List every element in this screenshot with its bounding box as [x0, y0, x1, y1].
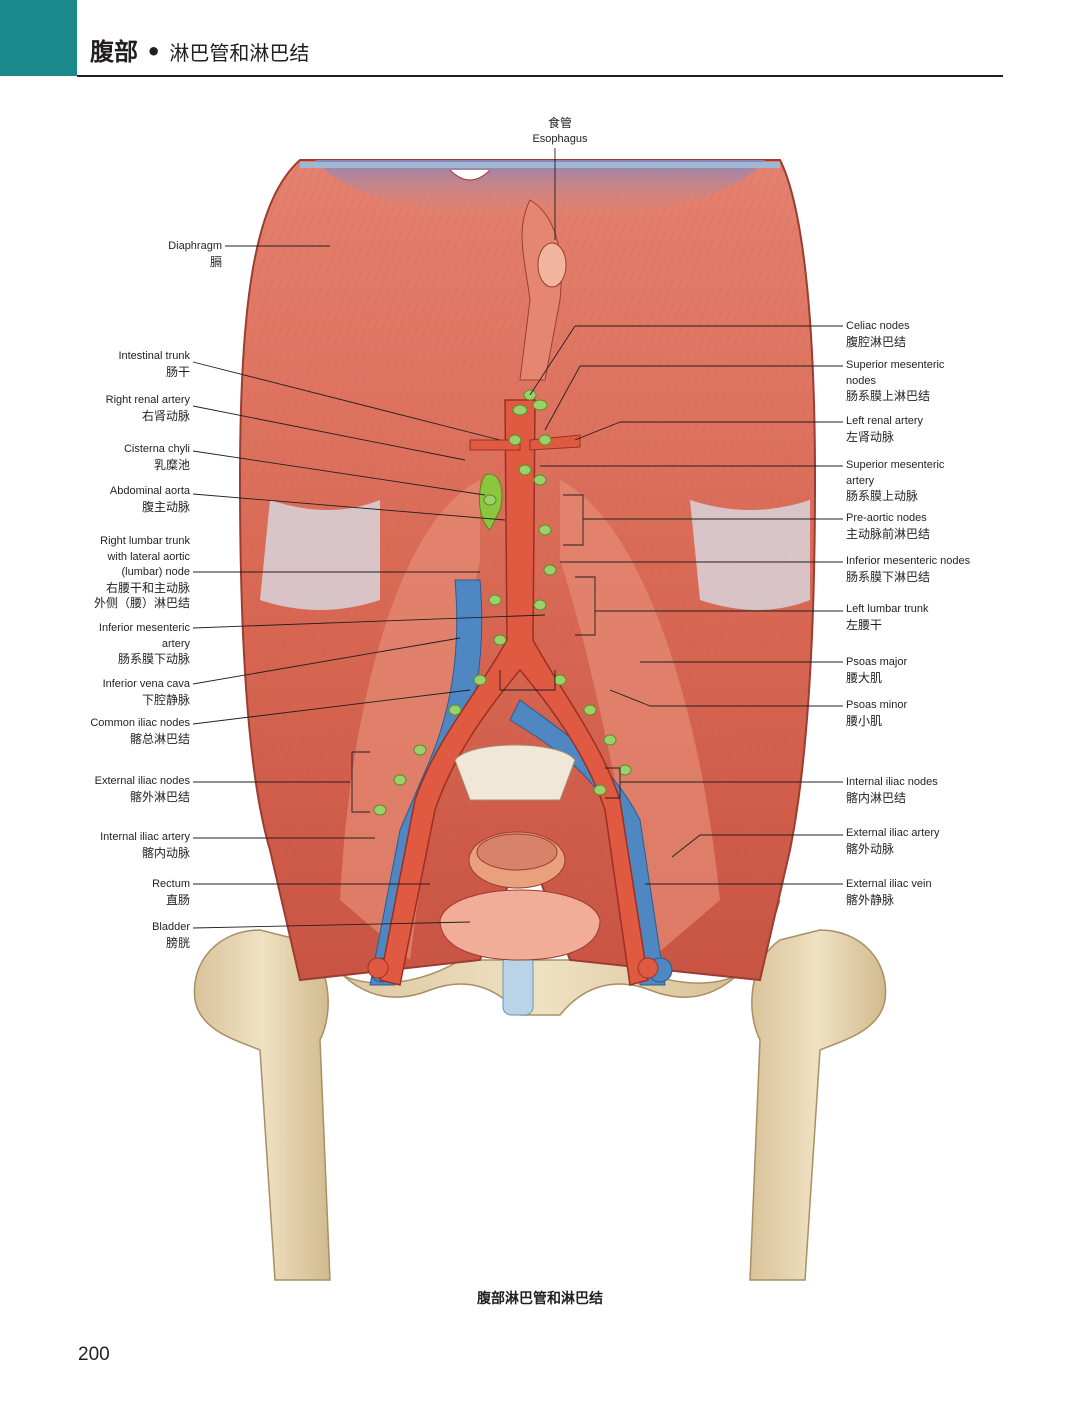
bladder [439, 889, 601, 961]
section-title: 腹部 [90, 38, 138, 66]
header-rule [77, 75, 1003, 77]
figure-caption: 腹部淋巴管和淋巴结 [477, 1291, 603, 1307]
right-femur [193, 929, 331, 1281]
left-femur [749, 929, 887, 1281]
page-number: 200 [78, 1344, 110, 1365]
esophagus [519, 199, 567, 381]
left-fascia [690, 500, 810, 610]
section-subtitle: 淋巴管和淋巴结 [169, 41, 310, 65]
rectum [468, 831, 566, 889]
lymph-nodes [373, 389, 632, 816]
title-separator: • [146, 38, 162, 66]
left-psoas [560, 480, 720, 960]
section-color-tab [0, 0, 77, 76]
page-header: 腹部 • 淋巴管和淋巴结 [90, 34, 309, 71]
sacrum [454, 744, 576, 801]
right-fascia [260, 500, 380, 610]
leader-lines [192, 148, 843, 929]
right-psoas [340, 480, 480, 960]
